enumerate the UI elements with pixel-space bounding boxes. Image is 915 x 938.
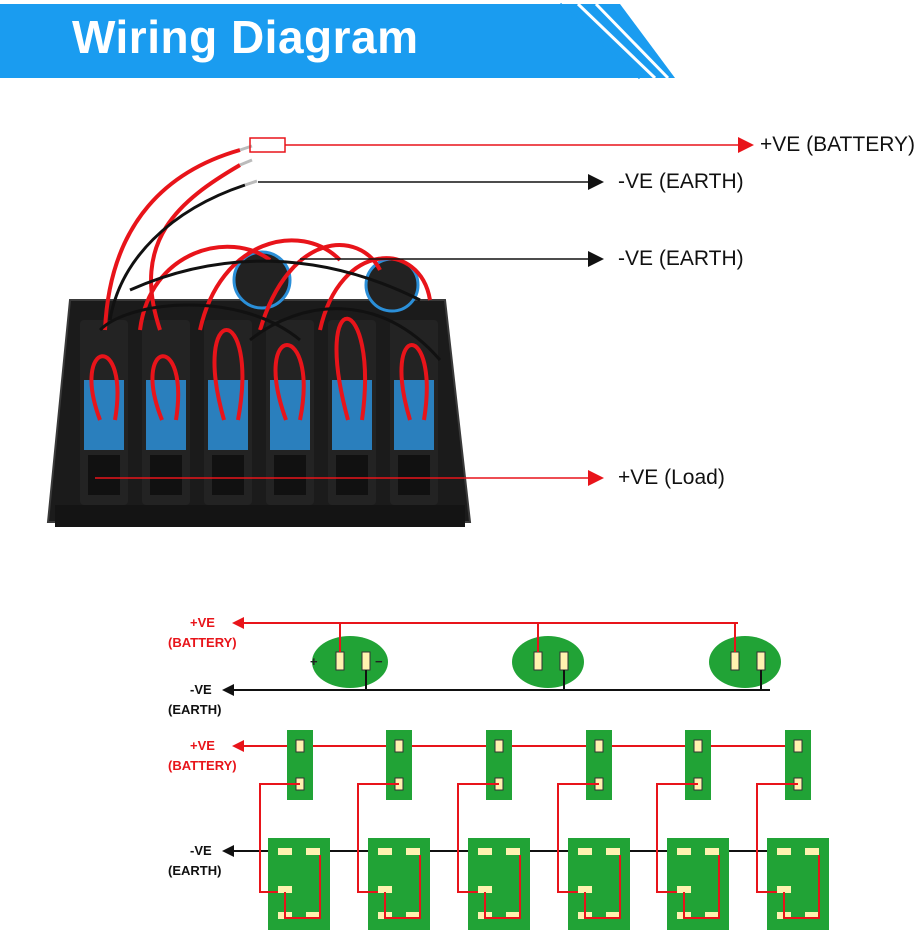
page-title: Wiring Diagram — [72, 11, 419, 63]
battery-pointer-line — [249, 137, 754, 153]
socket-plus-label: + — [310, 654, 318, 669]
socket-2 — [512, 623, 584, 690]
switch-battery-label-2: (BATTERY) — [168, 758, 237, 773]
socket-minus-label: − — [375, 654, 383, 669]
socket-earth-label-2: (EARTH) — [168, 702, 221, 717]
switch-earth-label-2: (EARTH) — [168, 863, 221, 878]
switch-battery-label-1: +VE — [190, 738, 215, 753]
switch-panel-photo — [46, 137, 754, 527]
switch-boards — [268, 838, 829, 930]
socket-1 — [312, 623, 388, 690]
fuse-boards — [287, 730, 811, 800]
title-banner — [0, 2, 675, 80]
earth-pointer-line-top — [258, 174, 604, 190]
socket-battery-label-1: +VE — [190, 615, 215, 630]
label-battery-positive: +VE (BATTERY) — [760, 133, 915, 156]
wiring-schematic: + − +VE (BATTERY) -VE (EARTH) +VE (BATTE… — [168, 615, 829, 930]
socket-3 — [709, 623, 781, 690]
switch-earth-label-1: -VE — [190, 843, 212, 858]
label-earth-negative-top: -VE (EARTH) — [618, 170, 744, 193]
earth-pointer-line-mid — [300, 251, 604, 267]
label-load-positive: +VE (Load) — [618, 466, 725, 489]
label-earth-negative-mid: -VE (EARTH) — [618, 247, 744, 270]
socket-earth-label-1: -VE — [190, 682, 212, 697]
socket-battery-label-2: (BATTERY) — [168, 635, 237, 650]
load-pointer-line — [95, 470, 604, 486]
